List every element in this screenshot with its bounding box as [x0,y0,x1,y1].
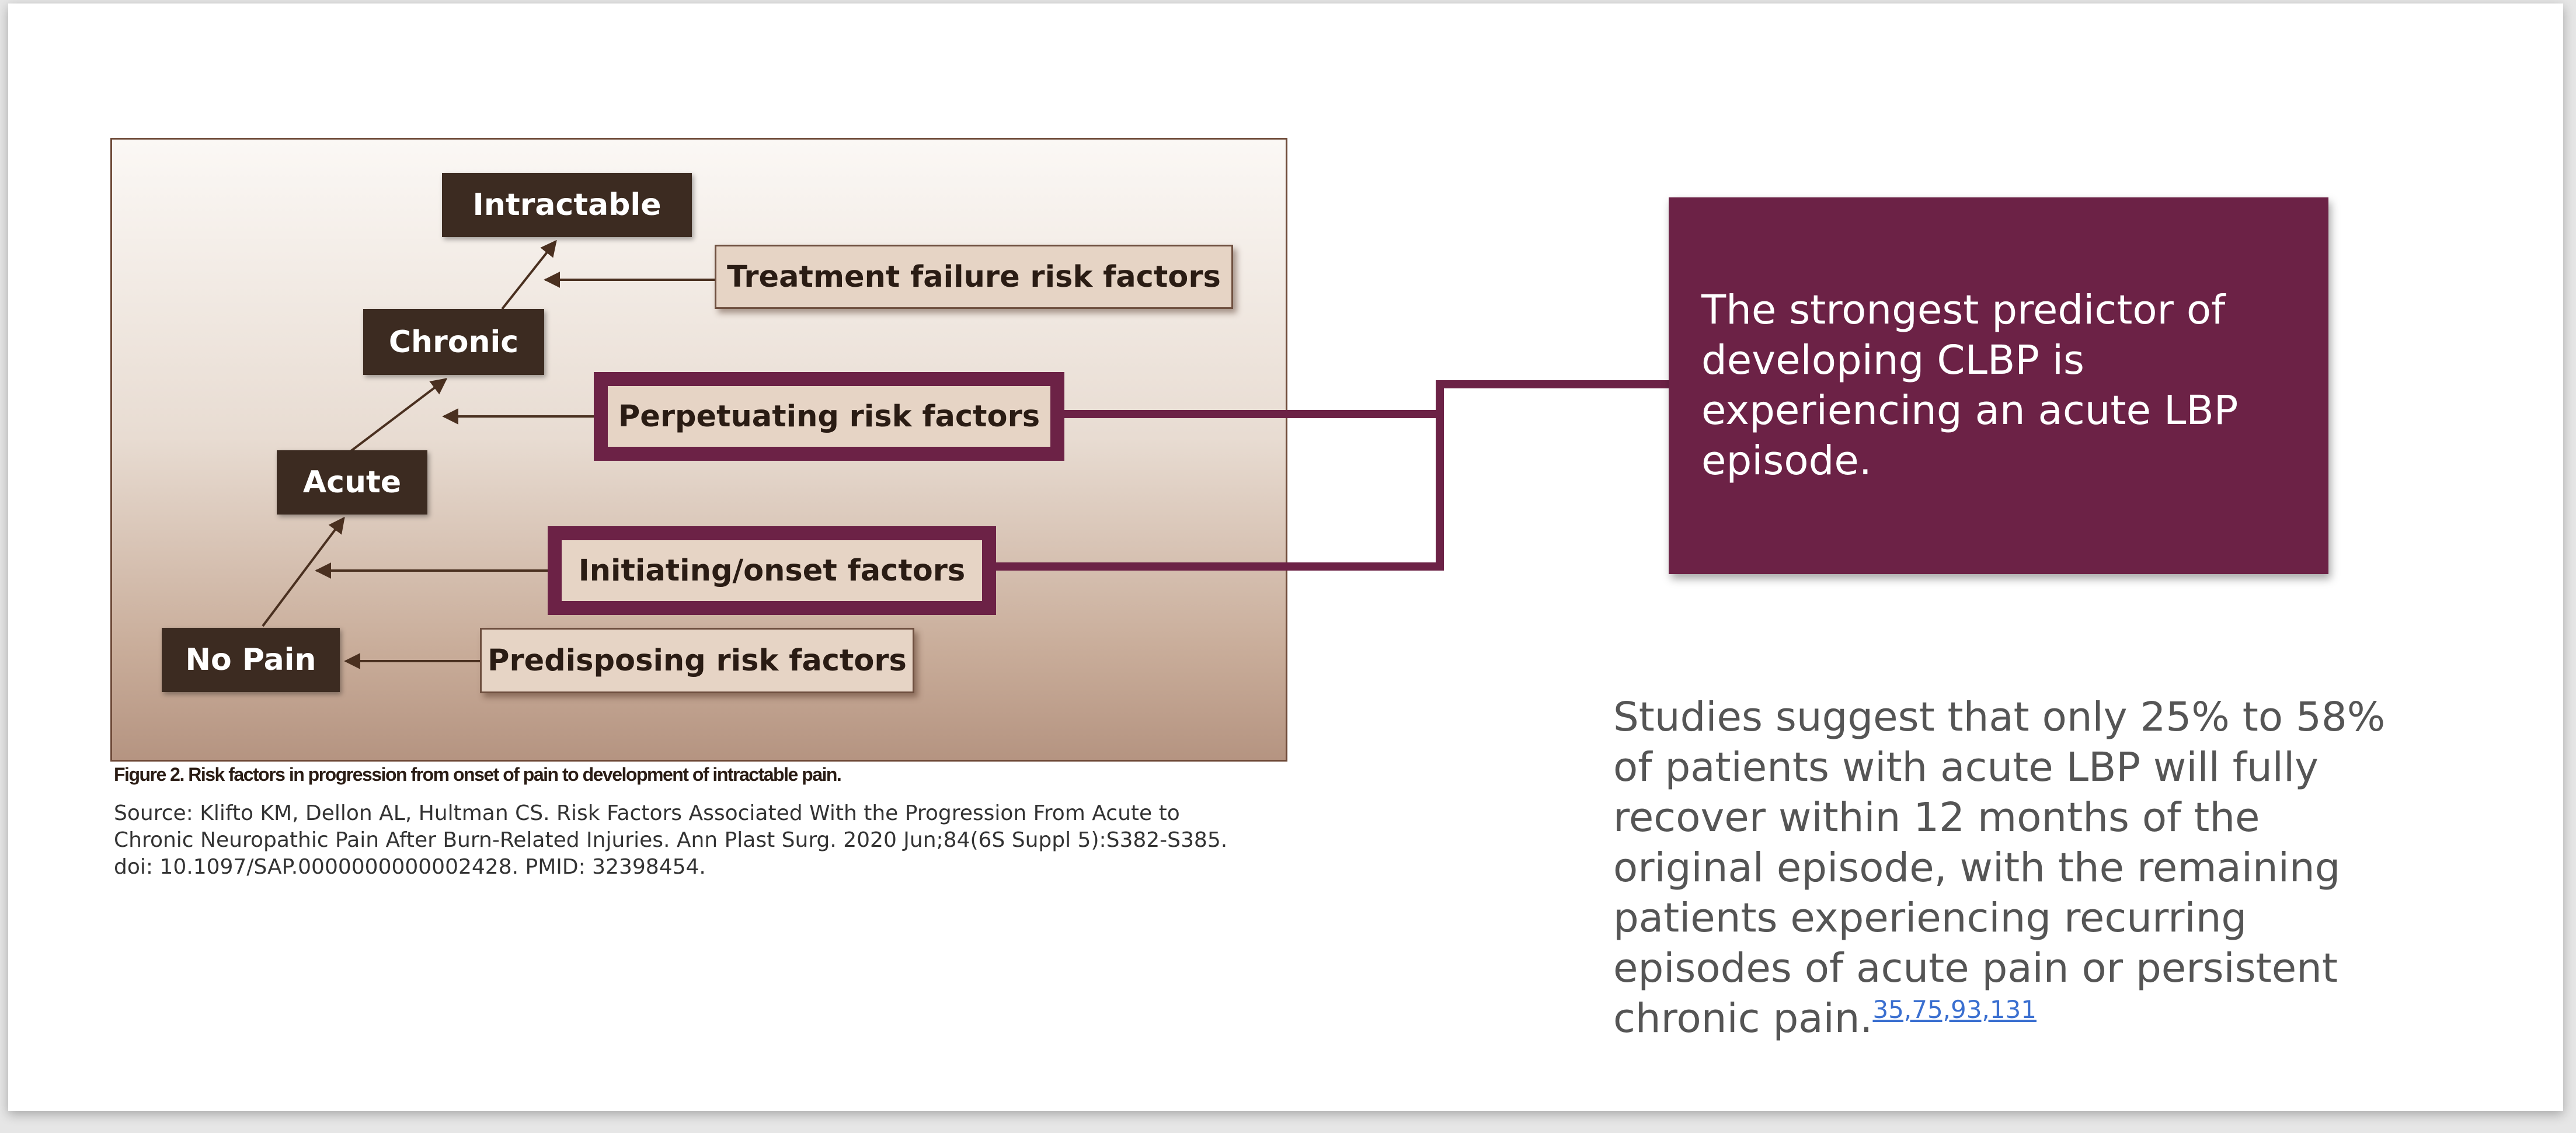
recovery-paragraph: Studies suggest that only 25% to 58% of … [1613,692,2396,1044]
factor-perpetuating: Perpetuating risk factors [594,372,1064,461]
arrow-nopain-to-acute [262,516,345,627]
factor-treatment-failure: Treatment failure risk factors [715,245,1233,309]
factor-initiating: Initiating/onset factors [548,526,996,615]
reference-link[interactable]: 35,75,93,131 [1872,995,2037,1024]
progression-arrows [262,239,715,669]
stage-acute: Acute [277,450,427,515]
figure-caption: Figure 2. Risk factors in progression fr… [114,764,842,785]
stage-intractable: Intractable [442,173,692,237]
factor-predisposing: Predisposing risk factors [480,628,914,693]
callout-text: The strongest predictor of developing CL… [1701,287,2239,484]
arrow-acute-to-chronic [349,378,448,453]
recovery-paragraph-text: Studies suggest that only 25% to 58% of … [1613,694,2386,1042]
arrow-chronic-to-intractable [501,239,557,310]
source-citation: Source: Klifto KM, Dellon AL, Hultman CS… [114,801,1228,879]
risk-factor-figure: Intractable Chronic Acute No Pain Treatm… [110,138,1287,762]
stage-no-pain: No Pain [162,628,340,692]
predictor-callout: The strongest predictor of developing CL… [1669,197,2328,574]
stage-chronic: Chronic [363,309,544,375]
